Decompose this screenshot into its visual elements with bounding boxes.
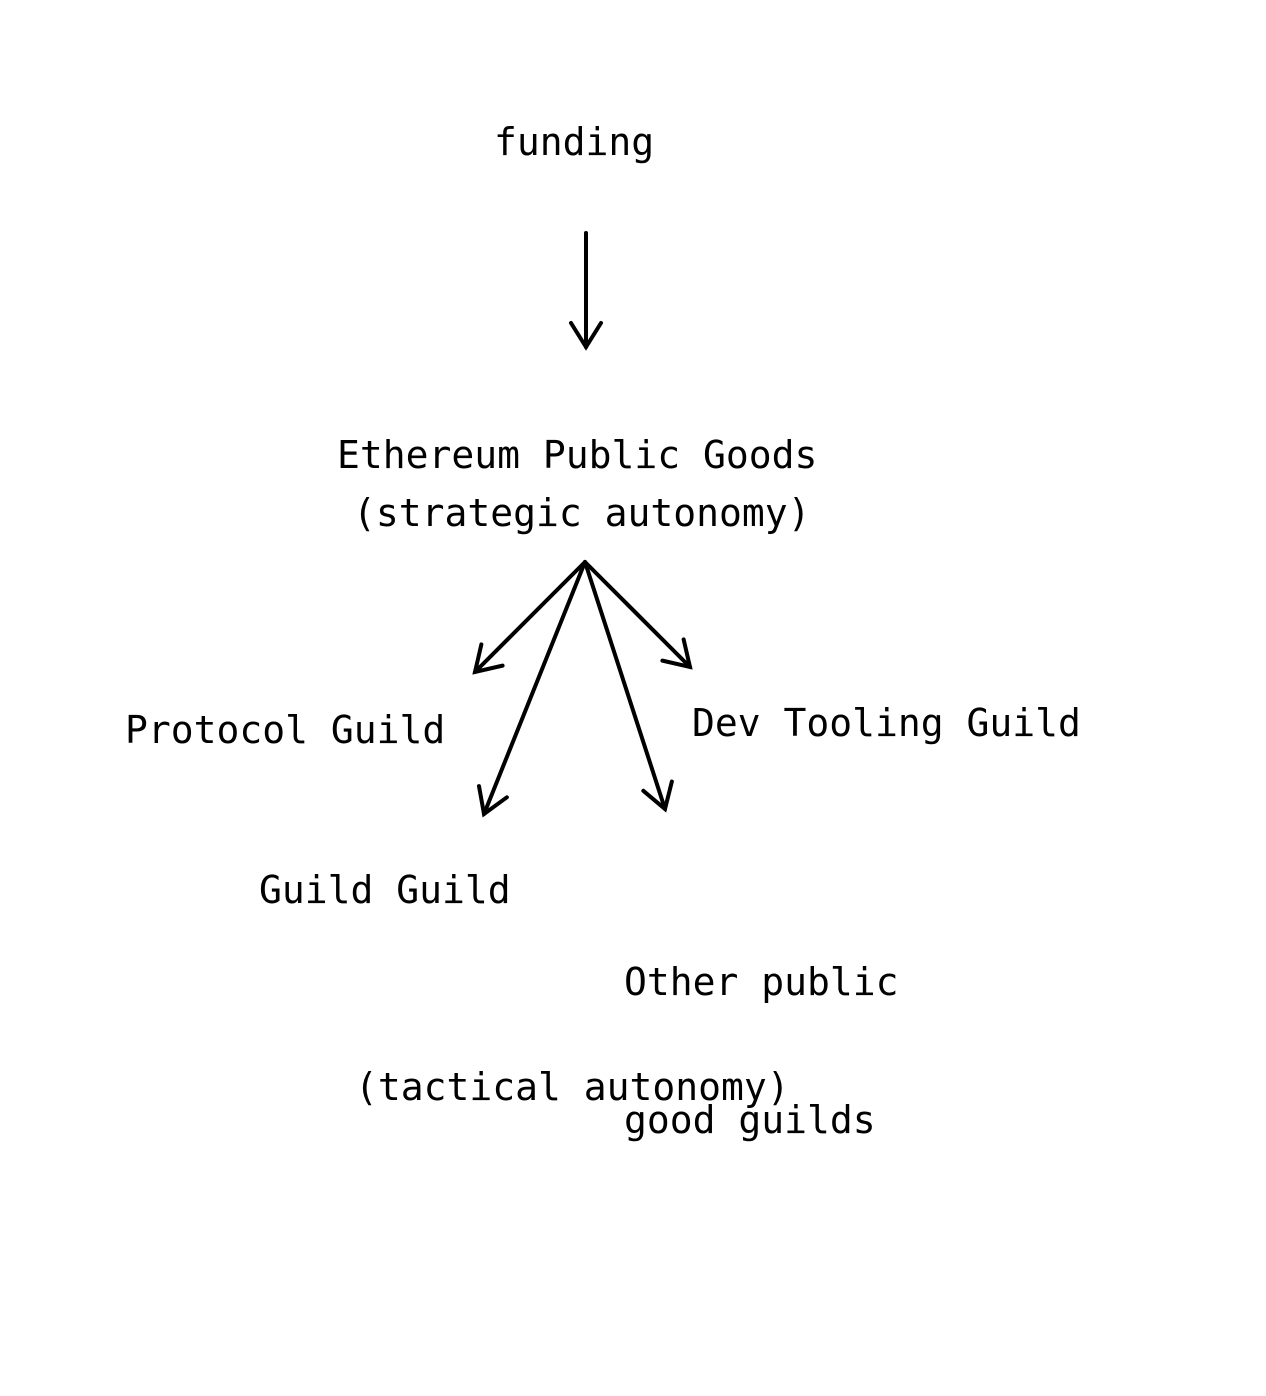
node-tactical-autonomy-note: (tactical autonomy): [355, 1065, 790, 1109]
node-other-public-good-guilds: Other public good guilds: [624, 867, 899, 1235]
node-funding: funding: [494, 120, 655, 164]
node-other-public-good-guilds-line2: good guilds: [624, 1098, 876, 1142]
arrow-epg-to-dev-tooling-guild: [583, 560, 693, 670]
node-other-public-good-guilds-line1: Other public: [624, 960, 899, 1004]
arrow-epg-to-other-guilds: [583, 560, 674, 813]
node-guild-guild: Guild Guild: [259, 868, 511, 912]
arrow-epg-to-guild-guild: [477, 560, 587, 818]
node-protocol-guild: Protocol Guild: [125, 708, 446, 752]
node-ethereum-public-goods: Ethereum Public Goods: [337, 433, 818, 477]
node-dev-tooling-guild: Dev Tooling Guild: [692, 701, 1081, 745]
arrow-epg-to-protocol-guild: [472, 560, 587, 675]
node-ethereum-public-goods-sublabel: (strategic autonomy): [353, 491, 811, 535]
